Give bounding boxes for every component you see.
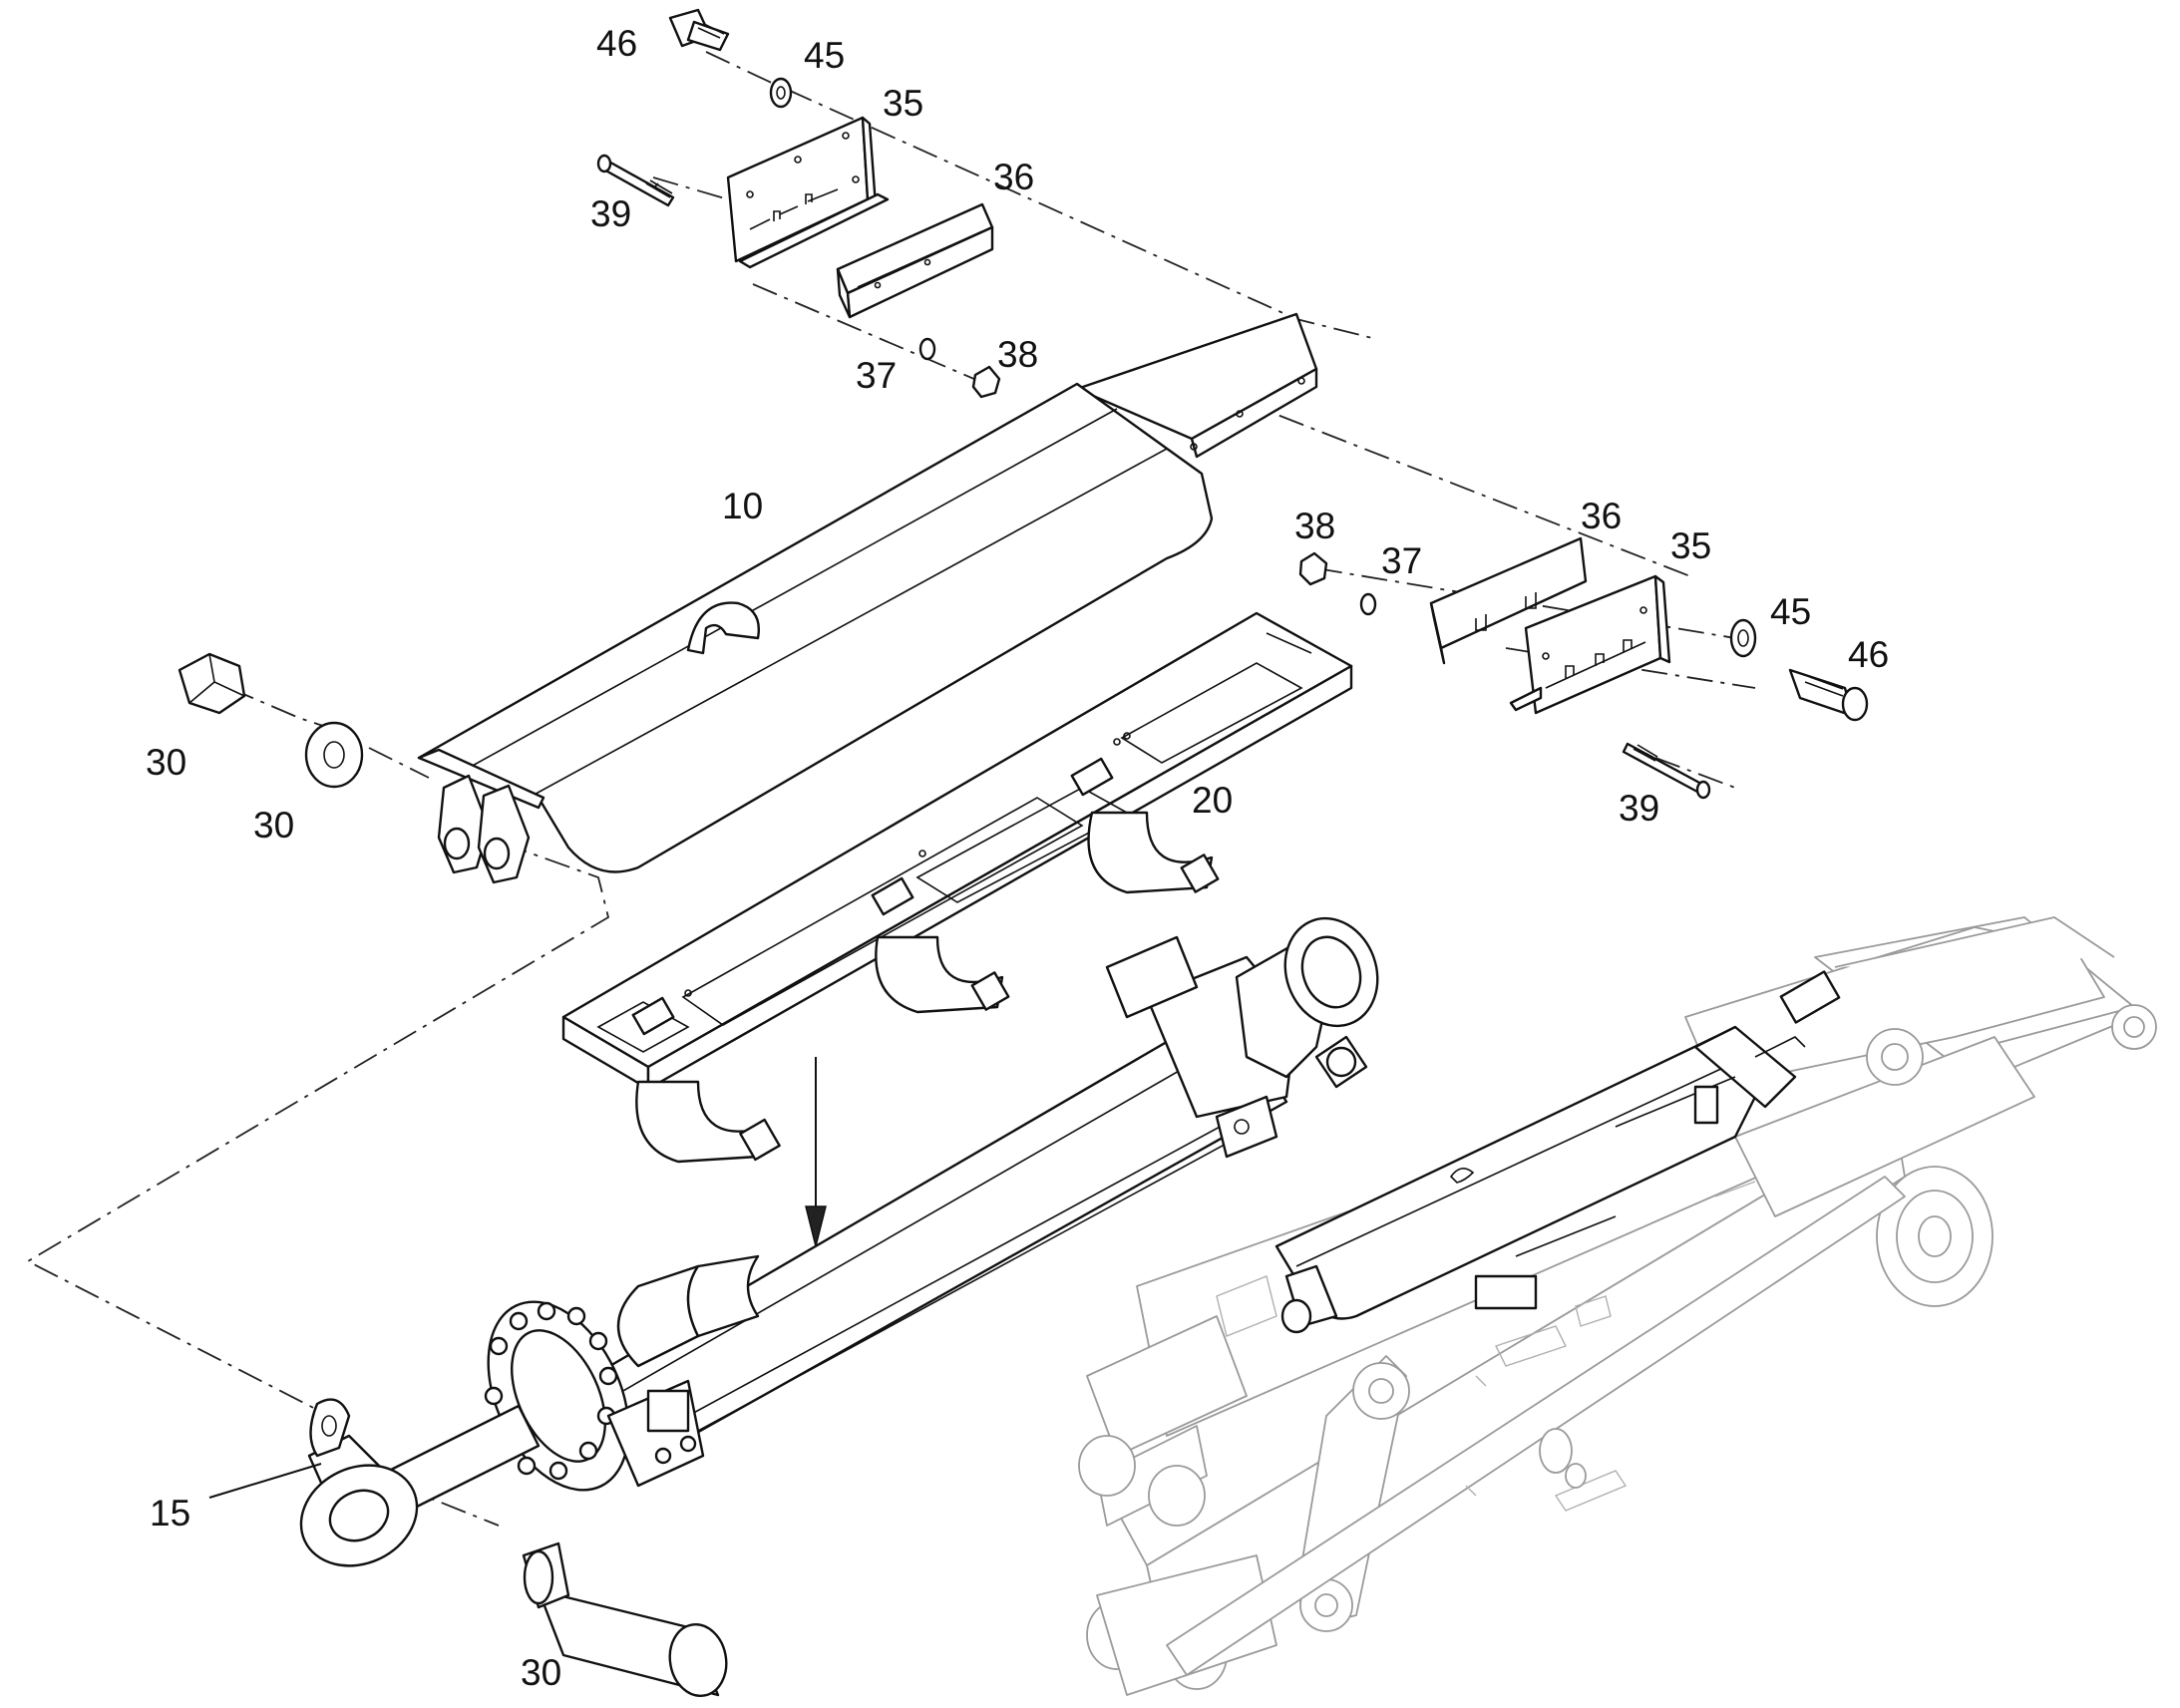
- left-hardware: [178, 652, 728, 1697]
- label-30-nut: 30: [146, 742, 186, 783]
- label-46-top: 46: [596, 23, 637, 64]
- label-38-top: 38: [997, 334, 1038, 375]
- label-46-right: 46: [1848, 634, 1889, 675]
- label-30-pin: 30: [521, 1652, 561, 1693]
- bolt-39-top: [596, 154, 675, 207]
- part-labels: 46 45 35 36 39 37 38 10 38 37 36 35 45 4…: [146, 23, 1889, 1693]
- cover-10: [417, 382, 1214, 884]
- nut-38-right: [1298, 551, 1328, 586]
- pin-30: [522, 1541, 728, 1697]
- label-35-top: 35: [883, 83, 923, 124]
- label-39-top: 39: [590, 193, 631, 234]
- nut-38-top: [971, 365, 1001, 399]
- channel-36-top: [836, 202, 994, 319]
- washer-45-top: [769, 77, 793, 109]
- leader-line-15: [208, 1463, 322, 1499]
- label-36-top: 36: [993, 157, 1034, 197]
- label-39-right: 39: [1619, 788, 1659, 829]
- label-45-top: 45: [804, 35, 845, 76]
- bolt-39-right: [1622, 742, 1711, 800]
- lock-washer-37-top: [918, 337, 936, 361]
- label-45-right: 45: [1770, 591, 1811, 632]
- guide-rail: [1075, 312, 1318, 459]
- label-20: 20: [1192, 780, 1233, 821]
- label-38-right: 38: [1294, 506, 1335, 546]
- bracket-plate-35-right: [1509, 574, 1671, 715]
- washer-30: [304, 721, 364, 789]
- cap-screw-46-right: [1788, 668, 1869, 722]
- lock-washer-37-right: [1359, 592, 1377, 616]
- label-36-right: 36: [1581, 496, 1622, 536]
- assembly-direction-arrow: [805, 1057, 827, 1247]
- label-37-top: 37: [856, 355, 897, 396]
- label-30-washer: 30: [253, 805, 294, 846]
- label-37-right: 37: [1381, 540, 1422, 581]
- label-15: 15: [150, 1493, 190, 1534]
- hydraulic-cylinder: [299, 916, 1379, 1567]
- washer-45-right: [1729, 618, 1757, 658]
- boom-assembly-reference: [1078, 916, 2157, 1696]
- frame-bracket-20: [561, 611, 1353, 1164]
- bracket-plate-35-top: [726, 116, 890, 269]
- upper-mounting-hardware: [596, 8, 1001, 399]
- label-10: 10: [722, 486, 763, 526]
- label-35-right: 35: [1670, 525, 1711, 566]
- right-mounting-hardware: [1298, 536, 1869, 800]
- cap-screw-46-top: [668, 8, 730, 52]
- channel-36-right: [1429, 536, 1588, 665]
